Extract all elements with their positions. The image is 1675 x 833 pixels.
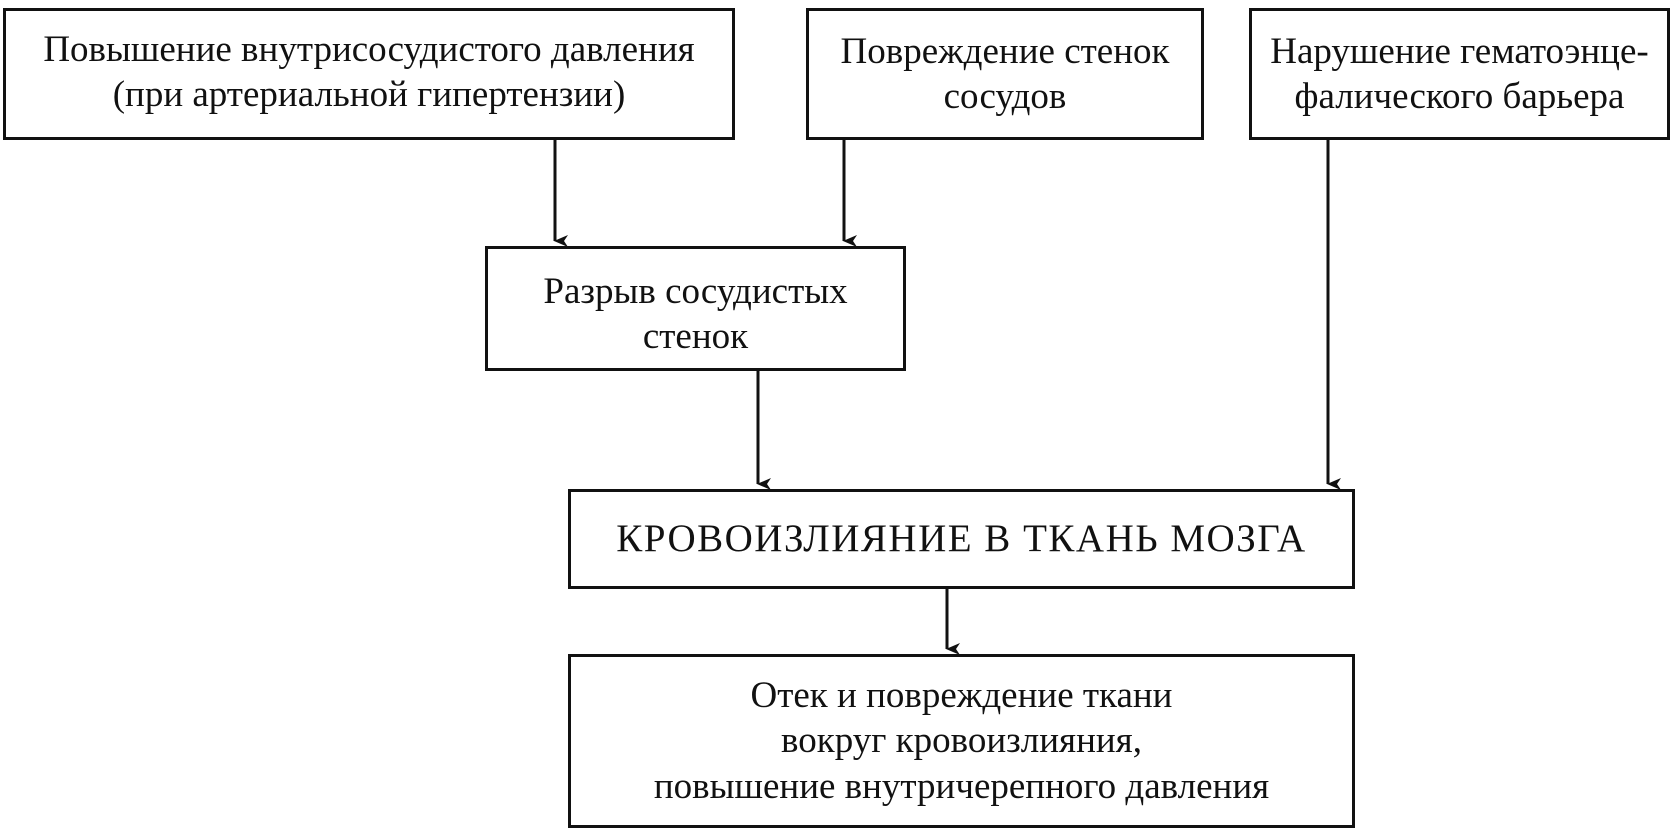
node-brain-hemorrhage: КРОВОИЗЛИЯНИЕ В ТКАНЬ МОЗГА	[568, 489, 1355, 589]
node-label-line: (при артериальной гипертензии)	[112, 74, 626, 116]
node-edema-and-intracranial-pressure: Отек и повреждение ткани вокруг кровоизл…	[568, 654, 1355, 828]
node-label-line: Отек и повреждение ткани	[750, 675, 1173, 717]
node-vessel-wall-rupture: Разрыв сосудистых стенок	[485, 246, 906, 371]
node-label-line: сосудов	[943, 76, 1067, 117]
node-label-line: Разрыв сосудистых	[543, 271, 848, 312]
node-label-line: КРОВОИЗЛИЯНИЕ В ТКАНЬ МОЗГА	[616, 517, 1307, 561]
node-label-line: Повышение внутрисосудистого давления	[43, 29, 695, 70]
node-blood-brain-barrier-disruption: Нарушение гематоэнце- фалического барьер…	[1249, 8, 1670, 140]
node-vessel-wall-damage: Повреждение стенок сосудов	[806, 8, 1204, 140]
node-label-line: повышение внутричерепного давления	[653, 765, 1270, 807]
node-label-line: Повреждение стенок	[840, 30, 1170, 72]
node-label-line: фалического барьера	[1294, 76, 1625, 117]
node-label-line: вокруг кровоизлияния,	[781, 720, 1142, 762]
node-label-line: Нарушение гематоэнце-	[1270, 30, 1649, 72]
node-increased-intravascular-pressure: Повышение внутрисосудистого давления (пр…	[3, 8, 735, 140]
node-label-line: стенок	[642, 316, 749, 358]
